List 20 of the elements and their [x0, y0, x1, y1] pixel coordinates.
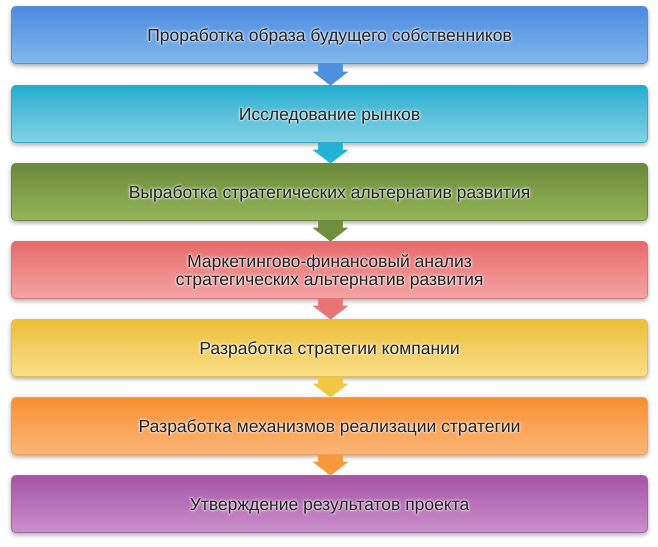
arrow — [313, 298, 348, 320]
step-label: Утверждение результатов проекта — [190, 495, 470, 513]
step-label: Разработка механизмов реализации стратегии — [138, 417, 520, 435]
process-box — [11, 241, 648, 299]
process-box — [11, 319, 648, 377]
process-box — [11, 397, 648, 455]
process-box — [11, 163, 648, 221]
arrow — [313, 64, 348, 86]
arrow — [313, 376, 348, 398]
arrow — [313, 142, 348, 164]
process-box — [11, 475, 648, 533]
step-label: Проработка образа будущего собственников — [147, 26, 512, 44]
arrow — [313, 220, 348, 242]
process-box — [11, 85, 648, 143]
process-box — [11, 6, 648, 64]
step-label: Исследование рынков — [238, 105, 420, 123]
step-label: Маркетингово-финансовый анализ стратегических альтернатив развития — [174, 252, 484, 288]
arrow — [313, 454, 348, 476]
step-label: Разработка стратегии компании — [199, 339, 460, 357]
step-label: Выработка стратегических альтернатив развития — [128, 183, 530, 201]
